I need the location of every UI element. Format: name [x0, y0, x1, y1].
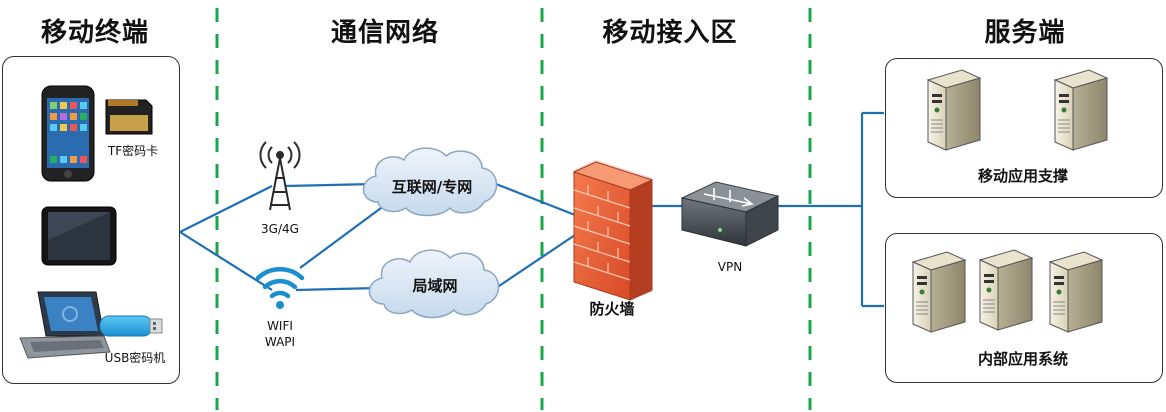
zone-title-terminal: 移动终端 — [40, 18, 149, 48]
wifi-label-line1: WIFI — [267, 319, 293, 333]
lan-cloud — [368, 249, 500, 319]
usb-key-label: USB密码机 — [104, 351, 166, 365]
usb-drive-icon — [99, 315, 163, 337]
mobile-app-support-label: 移动应用支撑 — [977, 167, 1068, 185]
firewall-icon — [572, 160, 654, 301]
tablet-icon — [41, 206, 117, 266]
link-wifi-internet — [299, 204, 386, 269]
lan-cloud-label: 局域网 — [412, 277, 458, 295]
zone-title-server: 服务端 — [984, 18, 1066, 48]
server-icon — [1054, 69, 1108, 151]
link-lan-firewall — [495, 234, 576, 289]
server-icon — [1049, 251, 1103, 333]
cell-label: 3G/4G — [261, 222, 299, 236]
cell-tower-icon — [259, 141, 301, 211]
connection-lines — [179, 111, 884, 308]
link-terminal-cell — [179, 185, 273, 233]
link-wifi-lan — [295, 286, 379, 292]
server-icon — [912, 251, 966, 333]
tf-card-label: TF密码卡 — [107, 144, 159, 158]
internet-cloud — [362, 147, 498, 217]
vpn-device-icon — [680, 181, 780, 247]
zone-title-access: 移动接入区 — [602, 18, 738, 48]
link-internet-firewall — [495, 182, 576, 217]
cloud-icon — [362, 147, 498, 217]
wifi-icon — [255, 267, 305, 309]
wifi-label: WIFI WAPI — [250, 318, 310, 350]
cloud-icon — [368, 249, 500, 319]
link-cell-internet — [284, 182, 376, 188]
wifi-label-line2: WAPI — [264, 335, 296, 349]
smartphone-icon — [41, 85, 95, 182]
vpn-label: VPN — [717, 260, 743, 274]
firewall-label: 防火墙 — [589, 300, 635, 318]
server-icon — [979, 249, 1033, 331]
internal-app-system-label: 内部应用系统 — [977, 350, 1068, 368]
laptop-icon — [19, 291, 111, 359]
sd-card-icon — [105, 99, 153, 135]
internet-cloud-label: 互联网/专网 — [391, 178, 473, 196]
server-icon — [927, 69, 981, 151]
zone-title-network: 通信网络 — [330, 18, 439, 48]
link-terminal-wifi — [179, 231, 273, 291]
